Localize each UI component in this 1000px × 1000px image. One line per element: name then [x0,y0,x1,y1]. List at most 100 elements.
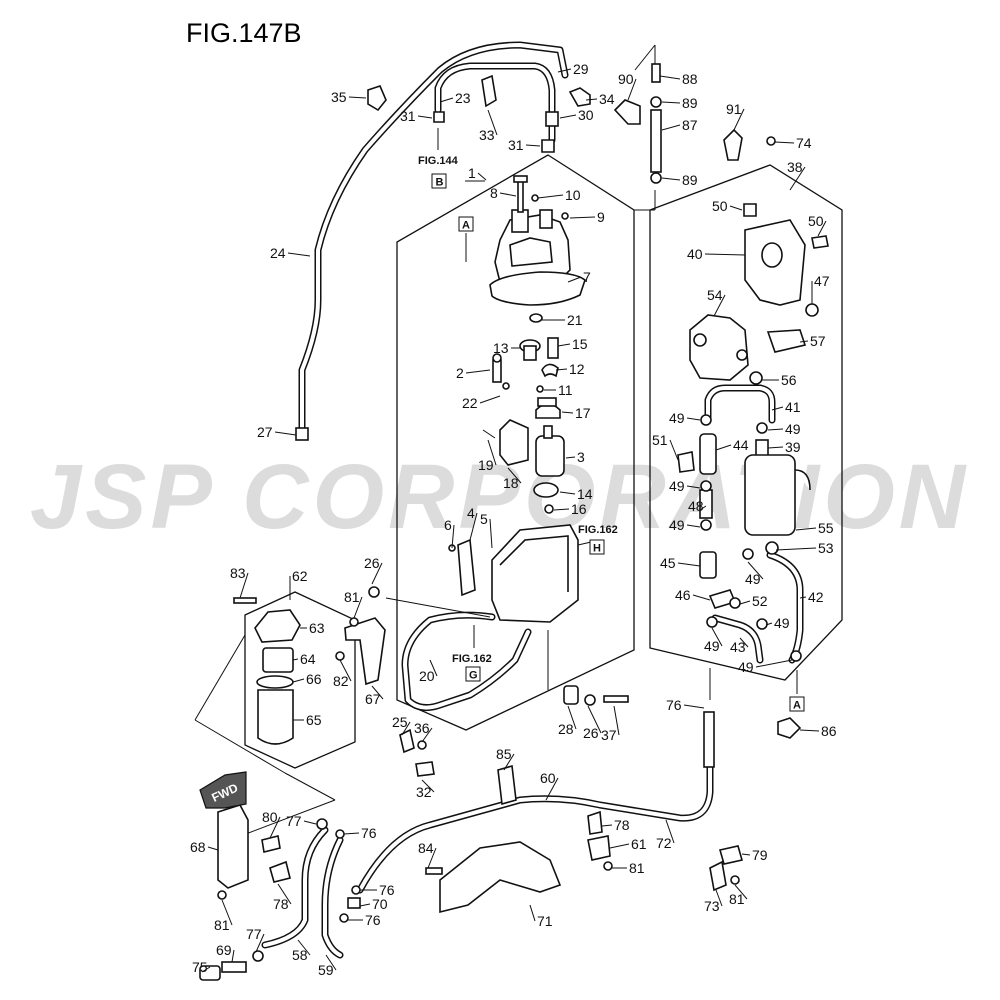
callout-21: 21 [567,312,583,328]
figure-ref-letter: H [593,543,601,555]
callout-leader-line [231,949,235,963]
filter-frame-line [194,719,286,774]
high-pressure-pump-assembly-frame [649,164,843,681]
callout-19: 19 [478,457,494,473]
fitting-15 [547,337,559,359]
callout-leader-line [767,428,784,431]
hose-20 [401,611,532,712]
callout-75: 75 [192,959,208,975]
callout-41: 41 [785,399,801,415]
callout-leader-line [339,659,352,682]
clip-78-right [587,810,603,835]
clip-30 [545,111,559,127]
callout-leader-line [771,406,784,411]
bracket-73 [709,860,727,892]
o-ring-22 [502,382,510,390]
gasket-7 [489,271,586,306]
filter-44 [699,433,717,475]
callout-leader-line [692,594,711,601]
callout-72: 72 [656,835,672,851]
callout-leader-line [557,68,572,73]
high-pressure-pump-55 [744,454,811,536]
callout-28: 28 [558,721,574,737]
callout-74: 74 [796,135,812,151]
callout-leader-line [325,954,337,971]
connector-69 [221,961,247,973]
callout-38: 38 [787,159,803,175]
callout-55: 55 [818,520,834,536]
callout-leader-line [221,899,233,926]
callout-11: 11 [558,382,573,398]
callout-leader-line [747,561,764,580]
callout-leader-line [799,340,809,343]
callout-leader-line [303,820,317,825]
clip-50-right [811,235,829,249]
callout-25: 25 [392,714,408,730]
bracket-61 [587,835,611,861]
cushion-14 [533,482,559,498]
callout-86: 86 [821,723,837,739]
callout-leader-line [274,431,297,436]
callout-leader-line [469,512,478,541]
callout-leader-line [401,721,411,736]
callout-leader-line [557,343,571,347]
sensor-51 [677,451,695,473]
callout-83: 83 [230,565,246,581]
callout-33: 33 [479,127,495,143]
box-letter: A [462,220,470,232]
callout-76: 76 [361,825,377,841]
callout-24: 24 [270,245,286,261]
clamp-49-set [700,414,802,662]
callout-20: 20 [419,668,435,684]
callout-81: 81 [629,860,645,876]
clip-32 [415,761,435,777]
callout-17: 17 [575,405,591,421]
callout-14: 14 [577,486,593,502]
callout-59: 59 [318,962,334,978]
figure-title: FIG.147B [186,18,302,48]
holder-18 [499,419,529,466]
bolt-37 [603,695,629,703]
callout-leader-line [729,205,743,211]
callout-85: 85 [496,746,512,762]
callout-leader-line [585,98,598,101]
callout-leader-line [292,678,305,683]
bracket-40 [744,219,806,306]
callout-leader-line [503,753,515,771]
clip-26-top [368,586,380,598]
screw-19 [482,429,496,439]
callout-89: 89 [682,95,698,111]
callout-leader-line [661,101,681,104]
callout-leader-line [559,491,576,495]
callout-52: 52 [752,593,768,609]
callout-leader-line [348,96,367,99]
callout-45: 45 [660,555,676,571]
washer-11 [536,385,544,393]
callout-leader-line [421,727,433,743]
seal-89-top [650,96,662,108]
callout-leader-line [741,853,751,856]
callout-leader-line [799,729,820,732]
sensor-47 [805,303,819,317]
box-letter: A [793,700,801,712]
callout-leader-line [499,192,517,197]
callout-61: 61 [631,836,647,852]
callout-49: 49 [738,659,754,675]
fwd-arrow: FWD [199,771,247,809]
callout-26: 26 [364,555,380,571]
bracket-57 [766,329,807,353]
pipe-87 [650,109,662,173]
callout-39: 39 [785,439,801,455]
callout-48: 48 [688,498,704,514]
callout-leader-line [765,622,773,626]
callout-leader-line [609,843,630,849]
callout-leader-line [529,904,536,922]
callout-53: 53 [818,540,834,556]
bolt-8 [513,175,528,213]
callout-9: 9 [597,209,605,225]
callout-leader-line [686,417,701,421]
hose-24 [298,41,569,432]
callout-64: 64 [300,651,316,667]
callout-67: 67 [365,691,381,707]
callout-leader-line [686,524,701,528]
